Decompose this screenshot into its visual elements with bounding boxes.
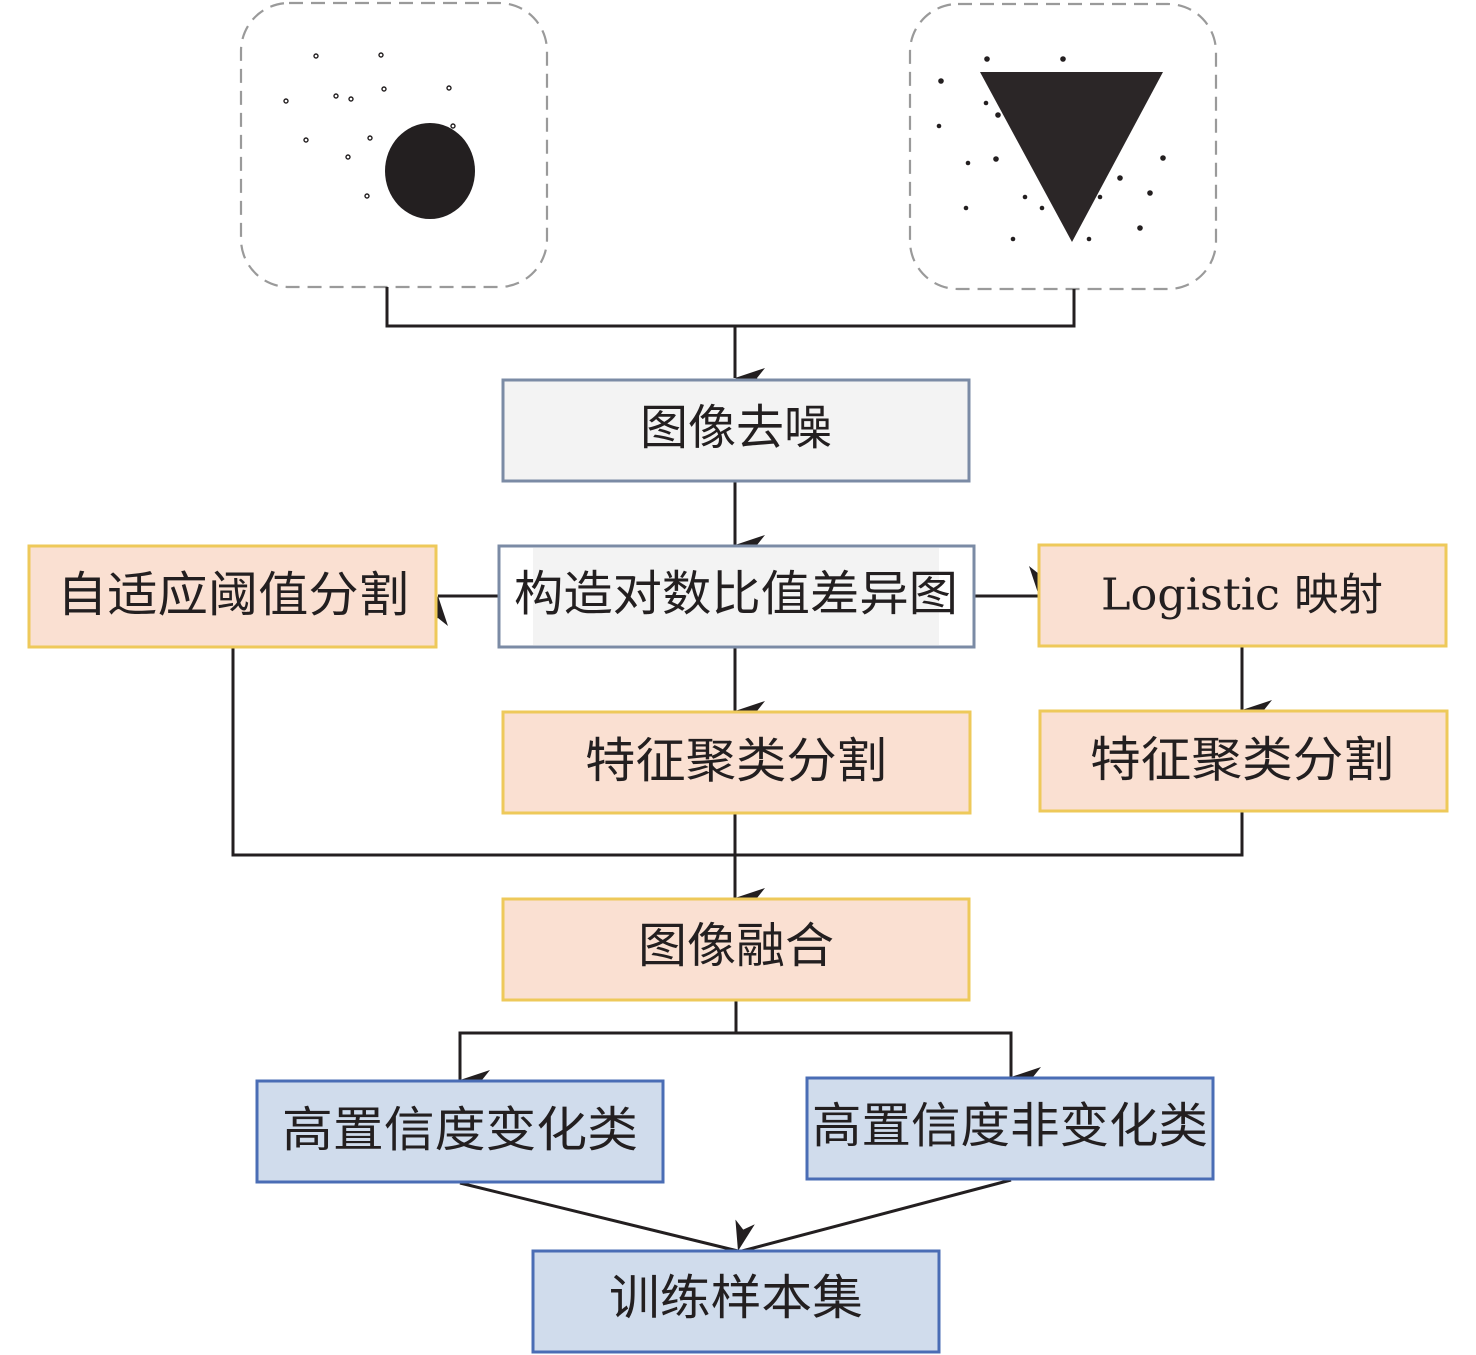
noise-dots (936, 56, 1166, 242)
node-cluster-right-label: 特征聚类分割 (1090, 732, 1394, 788)
arrow-change-to-training (459, 1181, 755, 1253)
dashed-frame (239, 1, 549, 289)
node-denoise: 图像去噪 (501, 378, 971, 483)
arrow-nochange-to-training (739, 1178, 1012, 1283)
node-log-ratio: 构造对数比值差异图 (497, 544, 976, 649)
arrow-to-nochange-class (736, 1031, 1041, 1087)
node-training-set-label: 训练样本集 (609, 1270, 863, 1326)
connector-left-to-fusion (231, 648, 1244, 857)
dashed-frame (908, 2, 1218, 291)
node-high-conf-change: 高置信度变化类 (255, 1079, 665, 1184)
node-fusion-label: 图像融合 (638, 918, 834, 974)
node-high-conf-change-label: 高置信度变化类 (282, 1102, 638, 1158)
circle-object (385, 123, 475, 219)
triangle-object (980, 72, 1163, 242)
node-cluster-middle: 特征聚类分割 (501, 710, 972, 815)
node-cluster-middle-label: 特征聚类分割 (585, 733, 887, 789)
connectors (231, 287, 1272, 1283)
node-logistic: Logistic 映射 (1037, 543, 1448, 648)
arrow-to-change-class (458, 1031, 736, 1090)
noise-dots (283, 52, 456, 199)
input-image-triangle (908, 2, 1218, 291)
node-high-conf-nochange-label: 高置信度非变化类 (812, 1098, 1208, 1154)
node-adaptive-threshold: 自适应阈值分割 (27, 544, 438, 649)
node-denoise-label: 图像去噪 (640, 400, 832, 456)
node-high-conf-nochange: 高置信度非变化类 (805, 1076, 1215, 1181)
node-logistic-label: Logistic 映射 (1101, 570, 1383, 621)
connector-inputs-merge (385, 287, 1076, 328)
input-image-circle (239, 1, 549, 289)
node-log-ratio-label: 构造对数比值差异图 (514, 566, 958, 622)
node-adaptive-threshold-label: 自适应阈值分割 (57, 567, 409, 623)
node-fusion: 图像融合 (501, 897, 971, 1002)
node-training-set: 训练样本集 (531, 1249, 941, 1354)
node-cluster-right: 特征聚类分割 (1038, 709, 1449, 813)
